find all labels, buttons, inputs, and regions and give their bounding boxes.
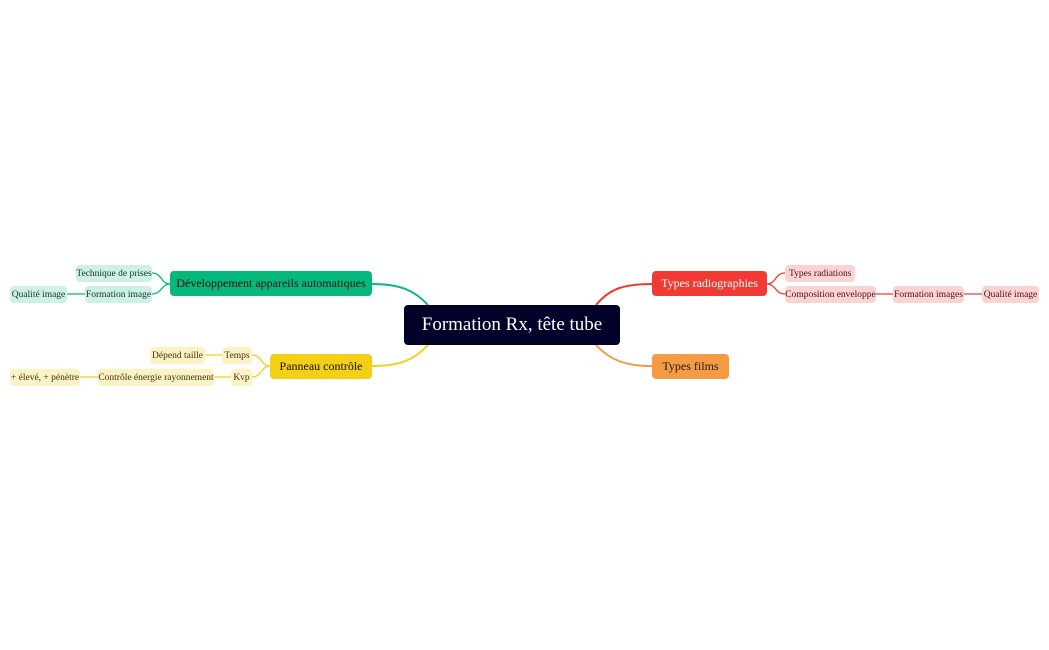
link-developpement-technique	[151, 272, 171, 285]
node-technique-prises[interactable]: Technique de prises	[76, 265, 152, 282]
node-qualite-image-right[interactable]: Qualité image	[982, 286, 1039, 303]
node-panneau-controle[interactable]: Panneau contrôle	[270, 354, 372, 379]
node-qualite-image-left[interactable]: Qualité image	[10, 286, 67, 303]
link-radiographies-radiations	[766, 272, 786, 285]
node-depend-taille[interactable]: Dépend taille	[150, 347, 205, 364]
root-node[interactable]: Formation Rx, tête tube	[404, 305, 620, 345]
node-types-radiographies[interactable]: Types radiographies	[652, 271, 767, 296]
node-formation-image[interactable]: Formation image	[85, 286, 152, 303]
node-developpement-appareils[interactable]: Développement appareils automatiques	[170, 271, 372, 296]
link-panneau-kvp	[251, 365, 271, 378]
link-panneau-temps	[251, 354, 271, 367]
node-eleve-penetre[interactable]: + élevé, + pénètre	[10, 369, 80, 386]
link-root-types-radiographies	[595, 283, 653, 306]
link-radiographies-composition	[766, 283, 786, 295]
node-composition-enveloppe[interactable]: Composition enveloppe	[785, 286, 876, 303]
node-temps[interactable]: Temps	[222, 347, 252, 364]
link-root-panneau	[371, 344, 429, 367]
link-root-types-films	[595, 344, 653, 367]
link-root-developpement	[371, 283, 429, 306]
node-types-films[interactable]: Types films	[652, 354, 729, 379]
node-kvp[interactable]: Kvp	[231, 369, 252, 386]
node-formation-images[interactable]: Formation images	[893, 286, 964, 303]
node-controle-energie[interactable]: Contrôle énergie rayonnement	[98, 369, 214, 386]
link-developpement-formation	[151, 283, 171, 295]
node-types-radiations[interactable]: Types radiations	[785, 265, 856, 282]
